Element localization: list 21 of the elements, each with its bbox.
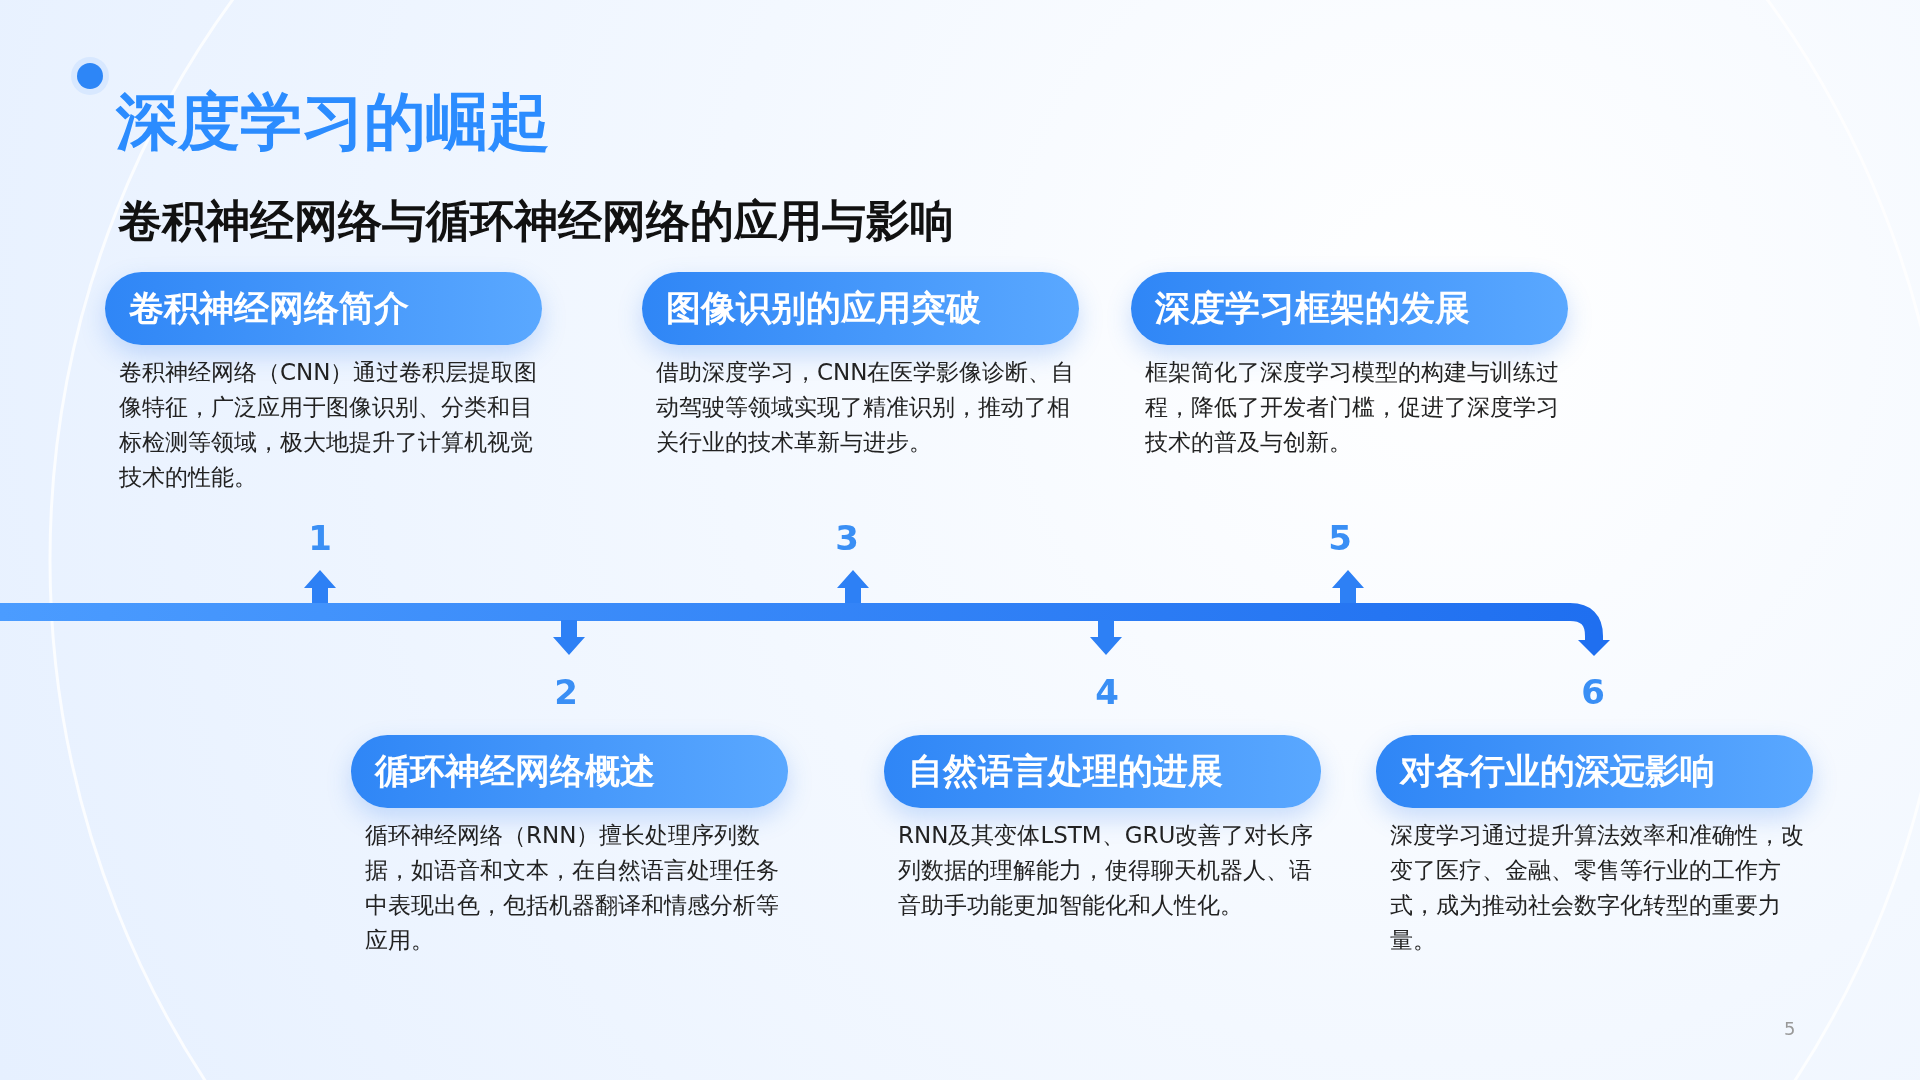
step-number: 6 bbox=[1580, 672, 1606, 712]
step-number: 4 bbox=[1094, 672, 1120, 712]
description-text: RNN及其变体LSTM、GRU改善了对长序列数据的理解能力，使得聊天机器人、语音助手功能更加智能化和人性化。 bbox=[898, 821, 1315, 920]
slide-title: 深度学习的崛起 bbox=[116, 84, 550, 160]
subtitle: 卷积神经网络与循环神经网络的应用与影响 bbox=[118, 194, 954, 248]
heading-pill: 自然语言处理的进展 bbox=[884, 735, 1321, 808]
description-text: 借助深度学习，CNN在医学影像诊断、自动驾驶等领域实现了精准识别，推动了相关行业的技术革新与进步。 bbox=[656, 358, 1076, 457]
step-number: 1 bbox=[307, 518, 333, 558]
description-text: 循环神经网络（RNN）擅长处理序列数据，如语音和文本，在自然语言处理任务中表现出色，包括机器翻译和情感分析等应用。 bbox=[365, 821, 780, 955]
step-number: 2 bbox=[553, 672, 579, 712]
heading-pill: 图像识别的应用突破 bbox=[642, 272, 1079, 345]
step-number: 3 bbox=[834, 518, 860, 558]
heading-pill: 循环神经网络概述 bbox=[351, 735, 788, 808]
step-number: 5 bbox=[1327, 518, 1353, 558]
heading-pill: 深度学习框架的发展 bbox=[1131, 272, 1568, 345]
heading-pill: 对各行业的深远影响 bbox=[1376, 735, 1813, 808]
description-text: 卷积神经网络（CNN）通过卷积层提取图像特征，广泛应用于图像识别、分类和目标检测等领域，极大地提升了计算机视觉技术的性能。 bbox=[119, 358, 539, 492]
description-text: 框架简化了深度学习模型的构建与训练过程，降低了开发者门槛，促进了深度学习技术的普及与创新。 bbox=[1145, 358, 1560, 457]
page-number: 5 bbox=[1784, 1018, 1796, 1039]
heading-pill: 卷积神经网络简介 bbox=[105, 272, 542, 345]
description-text: 深度学习通过提升算法效率和准确性，改变了医疗、金融、零售等行业的工作方式，成为推动社会数字化转型的重要力量。 bbox=[1390, 821, 1805, 955]
